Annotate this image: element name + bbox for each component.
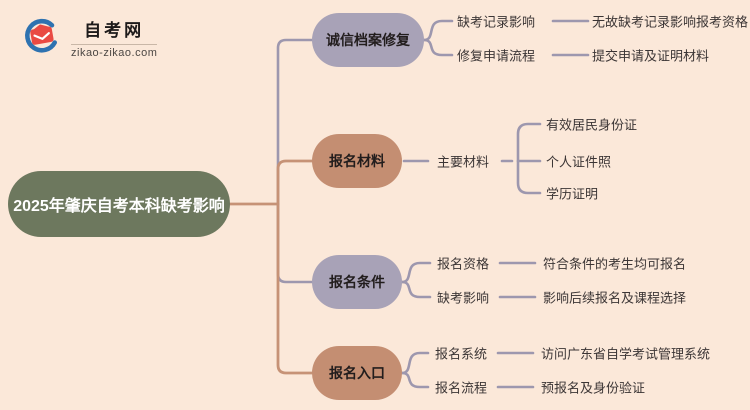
trunk-branch-3 <box>276 202 314 284</box>
leaf-text: 学历证明 <box>546 186 599 202</box>
branch-node-cailiao: 报名材料 <box>312 134 402 188</box>
logo-site-url: zikao-zikao.com <box>71 47 158 59</box>
leaf-text: 访问广东省自学考试管理系统 <box>541 346 711 362</box>
purple-connectors <box>276 19 590 389</box>
leaf-text: 个人证件照 <box>546 154 612 170</box>
trunk-branch-2 <box>276 159 314 206</box>
leaf-text: 影响后续报名及课程选择 <box>543 290 687 306</box>
fork-b4-row2 <box>400 371 430 389</box>
fork-b1-row1 <box>422 19 454 42</box>
graduation-cap-icon <box>25 18 57 53</box>
logo-site-name: 自考网 <box>84 21 145 40</box>
sub-label: 报名资格 <box>437 256 490 272</box>
logo-text-block: 自考网 zikao-zikao.com <box>71 16 158 59</box>
sub-label: 报名流程 <box>435 380 488 396</box>
root-node: 2025年肇庆自考本科缺考影响 <box>8 171 230 237</box>
fork-b1-row2 <box>422 38 454 57</box>
fork-b4-row1 <box>400 351 430 375</box>
site-logo: 自考网 zikao-zikao.com <box>22 16 158 59</box>
leaf-text: 符合条件的考生均可报名 <box>543 256 687 272</box>
sub-label: 主要材料 <box>437 154 490 170</box>
leaf-text: 预报名及身份验证 <box>541 380 646 396</box>
bracket-b2 <box>516 122 542 195</box>
salmon-connectors <box>228 159 314 375</box>
branch-node-tiaojian: 报名条件 <box>312 255 402 309</box>
logo-divider <box>71 44 158 45</box>
branch-node-rukou: 报名入口 <box>312 346 402 400</box>
fork-b3-row2 <box>400 280 432 299</box>
trunk-branch-1 <box>276 38 314 206</box>
fork-b3-row1 <box>400 261 432 284</box>
branch-node-chengxin: 诚信档案修复 <box>312 13 424 67</box>
trunk-branch-4 <box>276 202 314 375</box>
sub-label: 缺考影响 <box>437 290 490 306</box>
leaf-text: 有效居民身份证 <box>546 117 638 133</box>
sub-label: 报名系统 <box>435 346 488 362</box>
sub-label: 缺考记录影响 <box>457 14 536 30</box>
leaf-text: 提交申请及证明材料 <box>592 48 710 64</box>
leaf-text: 无故缺考记录影响报考资格 <box>592 14 749 30</box>
sub-label: 修复申请流程 <box>457 48 536 64</box>
